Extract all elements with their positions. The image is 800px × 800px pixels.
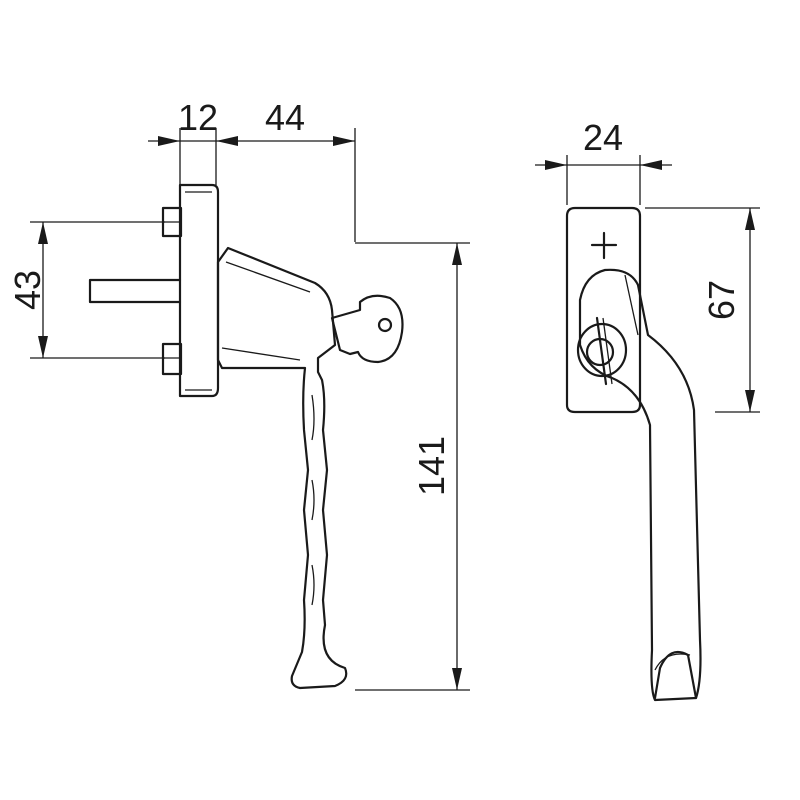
side-dimensions: 12 44 43 141 [7, 97, 470, 691]
plus-mark [590, 231, 618, 260]
rosette-plate [565, 206, 642, 414]
dim-67-label: 67 [701, 280, 742, 320]
handle-front-inner [624, 274, 691, 671]
key [330, 294, 404, 364]
handle-front [578, 268, 702, 702]
front-dimensions: 24 67 [535, 117, 760, 413]
dim-12-label: 12 [178, 97, 218, 138]
spindle [88, 278, 182, 304]
handle-grip-end [653, 650, 698, 700]
screw-top [161, 206, 183, 238]
dim-43-label: 43 [7, 270, 48, 310]
dim-141-label: 141 [411, 436, 452, 496]
handle-body [216, 246, 348, 690]
dim-24-label: 24 [583, 117, 623, 158]
base-plate-inner [185, 191, 212, 391]
base-plate [178, 183, 220, 398]
dim-44-label: 44 [265, 97, 305, 138]
lock-cylinder [576, 316, 628, 386]
side-view [88, 183, 404, 690]
handle-inner-contour [221, 261, 315, 606]
screw-bottom [161, 342, 183, 376]
front-view [565, 206, 702, 702]
